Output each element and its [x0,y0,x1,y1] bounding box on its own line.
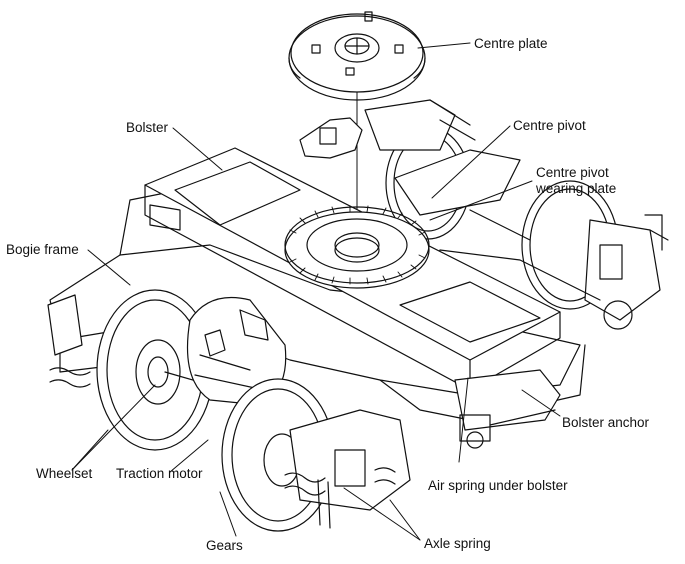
label-centre-pivot: Centre pivot [513,118,586,133]
leader-lines [71,42,561,541]
centre-pivot-wearing-plate-part [284,205,430,289]
label-air-spring-under-bolster: Air spring under bolster [428,478,568,493]
label-axle-spring: Axle spring [424,536,491,551]
label-bolster-anchor: Bolster anchor [562,415,650,430]
label-wheelset: Wheelset [36,466,93,481]
centre-plate-part [288,11,426,219]
axle-box-far-left [47,294,91,388]
label-traction-motor: Traction motor [116,466,203,481]
front-wheelset-left [96,289,246,451]
label-centre-pivot-wearing-plate-line1: Centre pivot [536,165,609,180]
bolster-anchor-part [454,369,561,449]
axle-box-near [284,409,411,529]
rear-machinery [299,99,669,330]
label-centre-plate: Centre plate [474,36,548,51]
label-gears: Gears [206,538,243,553]
label-bogie-frame: Bogie frame [6,242,79,257]
label-bolster: Bolster [126,120,169,135]
label-centre-pivot-wearing-plate-line2: wearing plate [536,181,617,196]
